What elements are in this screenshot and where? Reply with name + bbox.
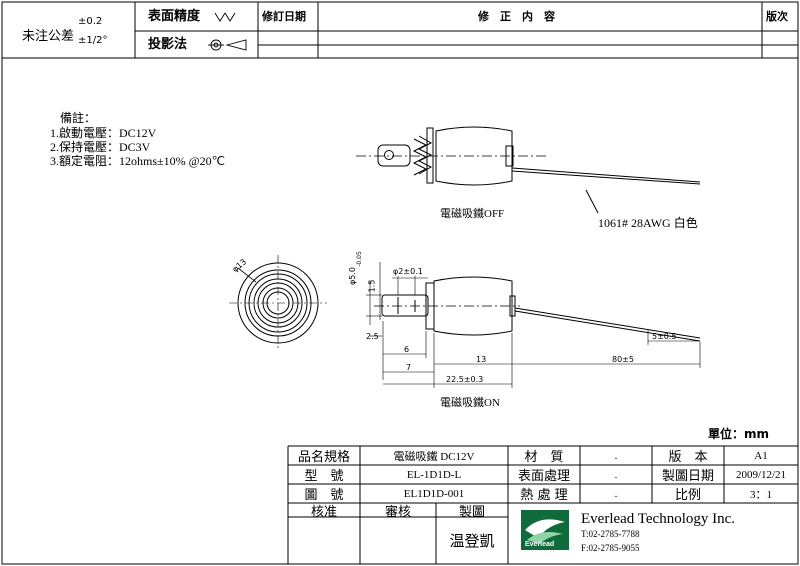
approve-label: 核准	[310, 504, 337, 520]
name-spec-label: 品名規格	[297, 450, 350, 465]
company-tel: T:02-2785-7788	[581, 529, 640, 539]
tolerance-upper: ±0.2	[78, 16, 103, 27]
dim-13: 13	[476, 355, 487, 364]
dim-7: 7	[406, 363, 412, 372]
company-fax: F:02-2785-9055	[581, 543, 640, 553]
drawing-date-value: 2009/12/21	[735, 468, 787, 481]
solenoid-off-view	[356, 126, 701, 214]
model-label: 型 號	[304, 469, 344, 484]
revision-content-label: 修 正 内 容	[478, 10, 555, 23]
material-label: 材 質	[524, 450, 564, 465]
solenoid-front-view	[229, 255, 327, 351]
drawing-date-label: 製圖日期	[661, 469, 714, 484]
heat-treatment-value: .	[614, 487, 618, 500]
dim-6: 6	[404, 345, 410, 354]
dim-5: 5±0.5	[652, 332, 677, 341]
note-line-2: 2.保持電壓：DC3V	[50, 140, 151, 154]
dim-22-5: 22.5±0.3	[446, 375, 484, 384]
note-line-3: 3.額定電阻：12ohms±10% @20℃	[50, 154, 226, 168]
version-header-label: 版次	[766, 10, 788, 23]
dim-phi5-tolerance: -0.05	[355, 251, 363, 267]
review-label: 審核	[384, 504, 411, 520]
on-state-label: 電磁吸鐵ON	[440, 397, 500, 409]
dim-phi5: φ5.0	[348, 267, 357, 285]
projection-symbol-icon	[208, 39, 247, 51]
notes-title: 備註：	[60, 111, 97, 125]
surface-treatment-value: .	[614, 468, 618, 481]
drafter-name: 温登凱	[449, 532, 495, 550]
surface-treatment-label: 表面處理	[517, 469, 570, 484]
logo-text: Everlead	[525, 541, 555, 548]
surface-accuracy-label: 表面精度	[148, 9, 201, 24]
model-value: EL-1D1D-L	[406, 468, 462, 481]
title-block-lines	[287, 445, 798, 564]
company-name: Everlead Technology Inc.	[581, 511, 736, 527]
heat-treatment-label: 熱 處 理	[520, 488, 568, 503]
scale-value: 3：1	[750, 488, 772, 501]
version-value: A1	[754, 449, 768, 462]
dim-80: 80±5	[612, 355, 634, 364]
drawing-number-value: EL1D1D-001	[403, 487, 465, 500]
drawing-number-label: 圖 號	[304, 488, 344, 503]
tolerance-label: 未注公差	[22, 29, 75, 44]
wire-spec-label: 1061# 28AWG 白色	[598, 216, 698, 230]
unit-label: 單位：mm	[708, 427, 770, 441]
dim-2-5: 2.5	[366, 332, 379, 341]
projection-label: 投影法	[148, 37, 188, 52]
draw-label: 製圖	[458, 504, 485, 520]
version-label: 版 本	[668, 450, 708, 465]
name-spec-value: 電磁吸鐵 DC12V	[393, 450, 475, 463]
everlead-logo-icon	[521, 510, 569, 550]
surface-finish-icon	[214, 12, 236, 22]
revision-date-label: 修訂日期	[262, 10, 306, 23]
off-state-label: 電磁吸鐵OFF	[440, 208, 505, 220]
tolerance-lower: ±1/2°	[78, 35, 108, 46]
dim-phi2: φ2±0.1	[393, 267, 423, 276]
material-value: .	[614, 449, 618, 462]
scale-label: 比例	[674, 488, 701, 503]
solenoid-on-view	[366, 262, 701, 388]
dim-1-5: 1.5	[367, 279, 377, 293]
note-line-1: 1.啟動電壓：DC12V	[50, 126, 157, 140]
